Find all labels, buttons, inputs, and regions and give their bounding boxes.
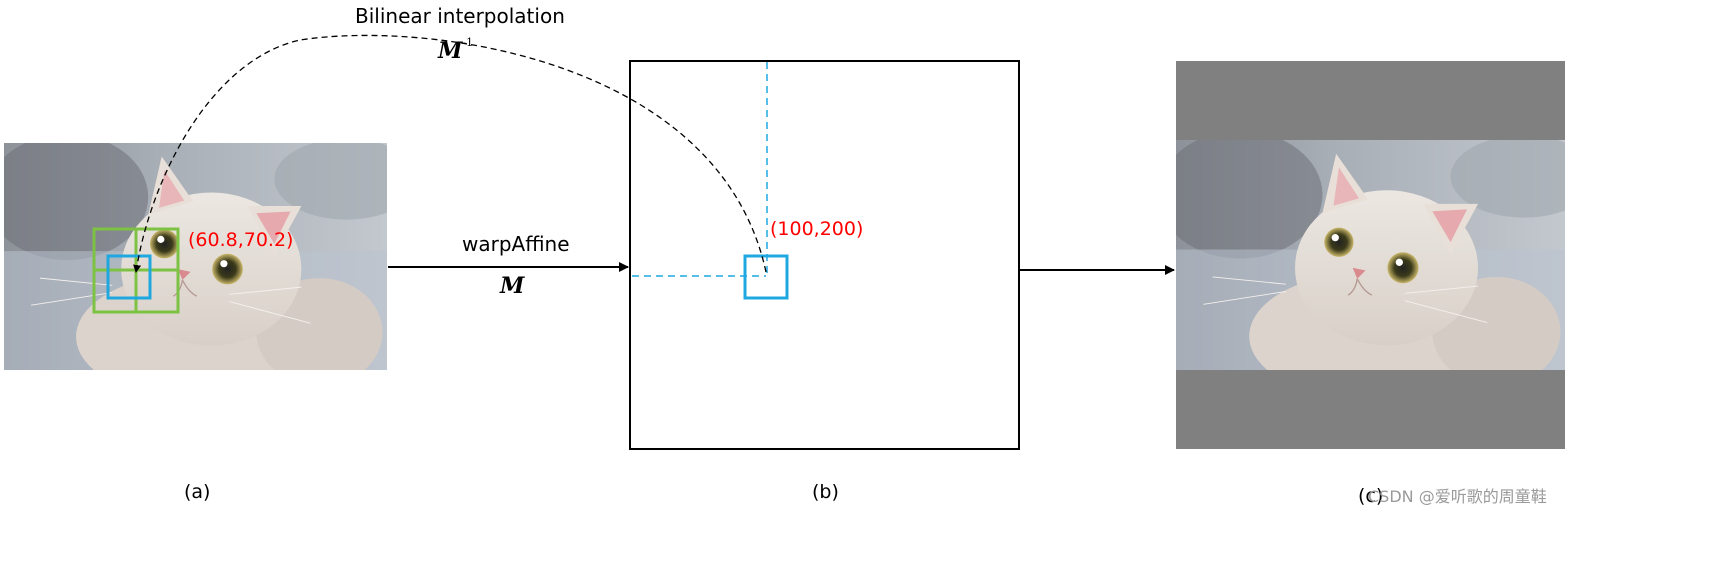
inverse-label: Bilinear interpolation	[355, 4, 565, 28]
bottom-padding	[1176, 370, 1565, 449]
inverse-matrix: M-1	[437, 36, 473, 64]
source-image-panel: (60.8,70.2)	[0, 134, 419, 400]
source-coordinate-label: (60.8,70.2)	[188, 229, 293, 251]
forward-matrix: M	[499, 273, 525, 299]
destination-canvas	[630, 61, 1019, 449]
result-image-panel	[1158, 61, 1597, 449]
result-cat-photo	[1158, 131, 1597, 400]
destination-canvas-panel: (100,200)	[630, 61, 1019, 449]
caption-a: (a)	[184, 481, 210, 503]
caption-b: (b)	[812, 481, 839, 503]
forward-mapping: warpAffine M	[388, 232, 628, 299]
watermark: CSDN @爱听歌的周童鞋	[1368, 487, 1547, 506]
destination-coordinate-label: (100,200)	[770, 218, 863, 240]
forward-label: warpAffine	[462, 232, 570, 256]
top-padding	[1176, 61, 1565, 140]
source-cat-photo	[0, 134, 419, 400]
